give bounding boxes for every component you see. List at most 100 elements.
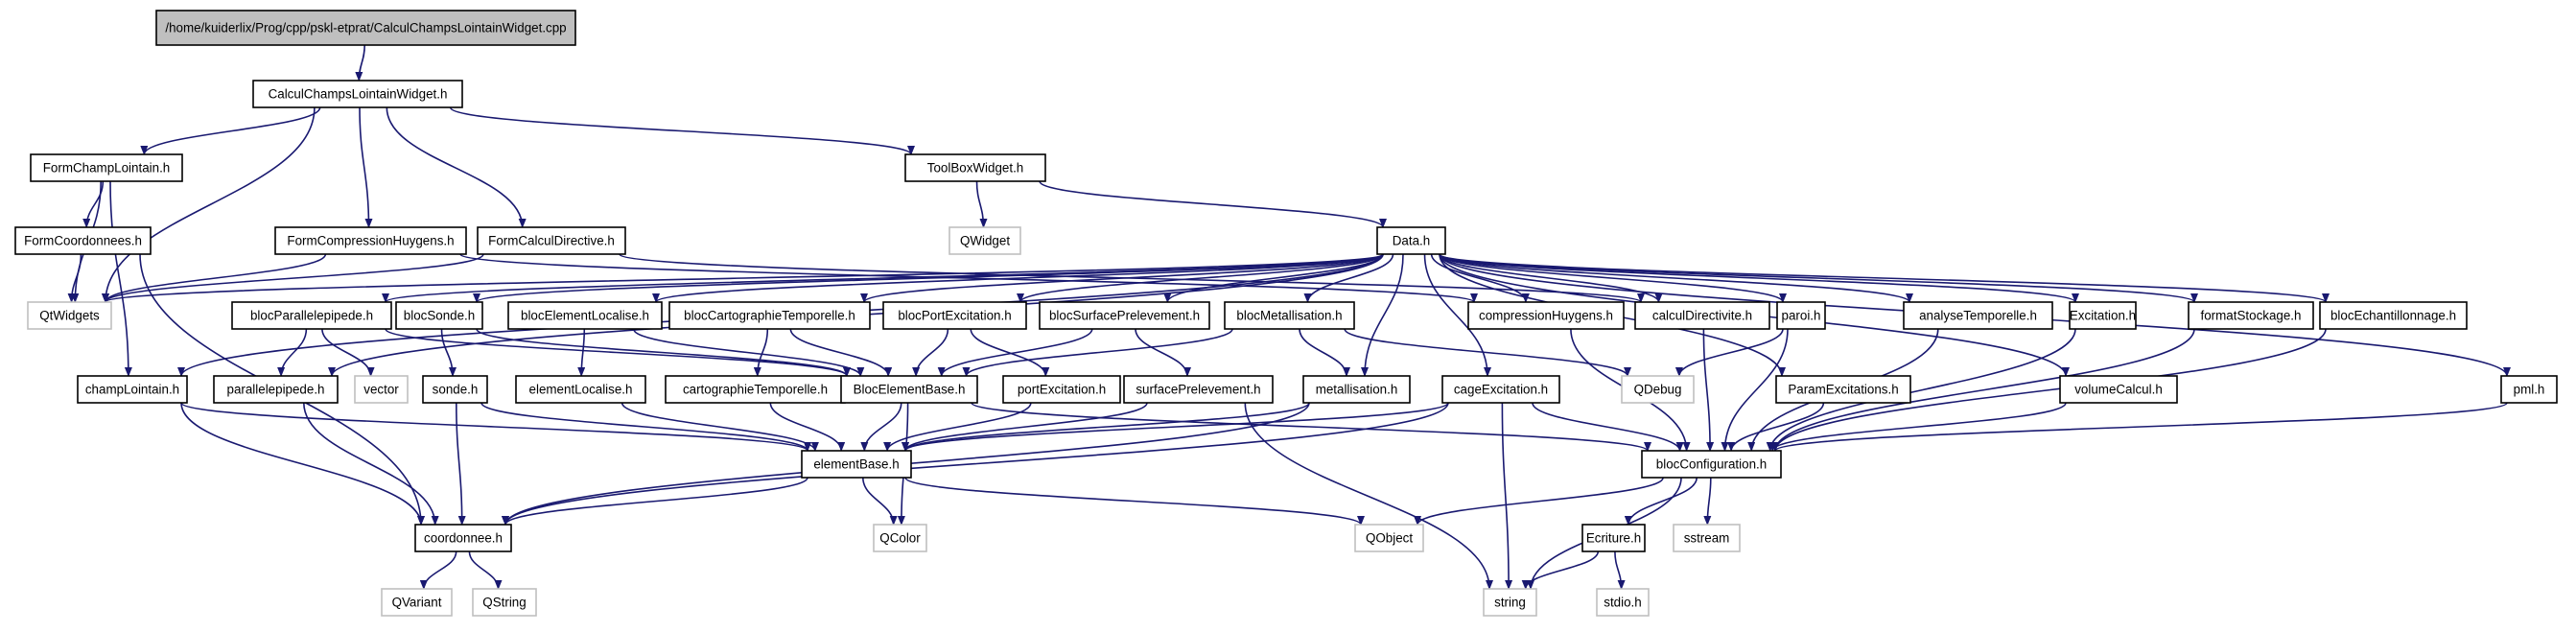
node-data[interactable]: Data.h bbox=[1376, 226, 1446, 255]
node-ccl[interactable]: CalculChampsLointainWidget.h bbox=[252, 80, 463, 108]
node-bpp[interactable]: blocParallelepipede.h bbox=[231, 301, 392, 330]
node-label: vector bbox=[363, 383, 399, 397]
node-son[interactable]: sonde.h bbox=[422, 375, 488, 404]
node-chy[interactable]: compressionHuygens.h bbox=[1467, 301, 1625, 330]
node-label: QString bbox=[482, 596, 526, 610]
node-box bbox=[2188, 301, 2314, 330]
node-box bbox=[1634, 301, 1770, 330]
edge-bme-to-qdb bbox=[1344, 328, 1631, 377]
node-par[interactable]: paroi.h bbox=[1776, 301, 1826, 330]
node-label: surfacePrelevement.h bbox=[1136, 383, 1260, 397]
node-box bbox=[873, 524, 927, 552]
node-label: QWidget bbox=[960, 234, 1010, 248]
node-label: blocPortExcitation.h bbox=[898, 309, 1011, 323]
node-fcd[interactable]: FormCalculDirective.h bbox=[477, 226, 626, 255]
node-pex[interactable]: portExcitation.h bbox=[1002, 375, 1121, 404]
node-box bbox=[213, 375, 339, 404]
node-ppd[interactable]: parallelepipede.h bbox=[213, 375, 339, 404]
edge-bcf-to-qobj bbox=[1414, 477, 1664, 526]
node-bso[interactable]: blocSonde.h bbox=[395, 301, 483, 330]
node-sst: sstream bbox=[1673, 524, 1741, 552]
node-label: FormCalculDirective.h bbox=[488, 234, 615, 248]
node-bpe[interactable]: blocPortExcitation.h bbox=[882, 301, 1027, 330]
node-box bbox=[1039, 301, 1210, 330]
node-box bbox=[1621, 375, 1695, 404]
node-ate[interactable]: analyseTemporelle.h bbox=[1903, 301, 2053, 330]
node-label: calculDirectivite.h bbox=[1652, 309, 1752, 323]
edge-data-to-ate bbox=[1439, 253, 1913, 303]
node-elo[interactable]: elementLocalise.h bbox=[515, 375, 646, 404]
edge-bel-to-beb bbox=[632, 328, 865, 377]
node-label: blocEchantillonnage.h bbox=[2330, 309, 2456, 323]
edge-bct-to-cte bbox=[753, 328, 769, 377]
node-bel[interactable]: blocElementLocalise.h bbox=[507, 301, 663, 330]
edge-data-to-qtw bbox=[102, 253, 1384, 303]
node-box bbox=[422, 375, 488, 404]
node-cha[interactable]: champLointain.h bbox=[77, 375, 188, 404]
edge-ccl-to-fch bbox=[359, 106, 373, 228]
node-box bbox=[395, 301, 483, 330]
node-label: ParamExcitations.h bbox=[1788, 383, 1898, 397]
edge-fch-to-chy bbox=[459, 253, 1478, 303]
edge-bct-to-beb bbox=[789, 328, 893, 377]
node-ecr[interactable]: Ecriture.h bbox=[1581, 524, 1646, 552]
edge-fco-to-qtw bbox=[67, 253, 82, 303]
node-box bbox=[507, 301, 663, 330]
node-tbw[interactable]: ToolBoxWidget.h bbox=[904, 153, 1046, 182]
node-ebs[interactable]: elementBase.h bbox=[801, 450, 912, 479]
node-label: Excitation.h bbox=[2070, 309, 2136, 323]
edge-bcf-to-ecr bbox=[1624, 477, 1698, 526]
edge-tbw-to-qwidget bbox=[975, 180, 988, 228]
node-box bbox=[1641, 450, 1782, 479]
edge-data-to-bct bbox=[860, 253, 1384, 303]
edge-elo-to-ebs bbox=[621, 402, 819, 452]
node-root[interactable]: /home/kuiderlix/Prog/cpp/pskl-etprat/Cal… bbox=[155, 10, 576, 46]
node-str: string bbox=[1483, 588, 1537, 617]
node-cte[interactable]: cartographieTemporelle.h bbox=[665, 375, 846, 404]
edge-ecr-to-stdio bbox=[1614, 550, 1626, 590]
node-fch[interactable]: FormCompressionHuygens.h bbox=[274, 226, 467, 255]
node-box bbox=[14, 226, 152, 255]
node-label: BlocElementBase.h bbox=[854, 383, 966, 397]
node-bec[interactable]: blocEchantillonnage.h bbox=[2319, 301, 2468, 330]
node-bcf[interactable]: blocConfiguration.h bbox=[1641, 450, 1782, 479]
edge-cex-to-ebs bbox=[902, 402, 1449, 452]
edge-bme-to-met bbox=[1299, 328, 1350, 377]
node-label: portExcitation.h bbox=[1018, 383, 1106, 397]
edge-ppd-to-crd bbox=[303, 402, 439, 526]
node-exc[interactable]: Excitation.h bbox=[2069, 301, 2137, 330]
edge-ecr-to-str bbox=[1521, 550, 1600, 590]
node-bct[interactable]: blocCartographieTemporelle.h bbox=[668, 301, 871, 330]
node-qtw: QtWidgets bbox=[27, 301, 112, 330]
node-fcl[interactable]: FormChampLointain.h bbox=[30, 153, 183, 182]
node-box bbox=[231, 301, 392, 330]
node-box bbox=[27, 301, 112, 330]
edge-data-to-bec bbox=[1439, 253, 2330, 303]
node-spr[interactable]: surfacePrelevement.h bbox=[1123, 375, 1274, 404]
edge-bpe-to-beb bbox=[912, 328, 949, 377]
node-label: paroi.h bbox=[1782, 309, 1821, 323]
node-vca[interactable]: volumeCalcul.h bbox=[2059, 375, 2178, 404]
edge-bpp-to-vec bbox=[321, 328, 375, 377]
node-met[interactable]: metallisation.h bbox=[1302, 375, 1411, 404]
node-pmx[interactable]: ParamExcitations.h bbox=[1775, 375, 1911, 404]
node-qvar: QVariant bbox=[381, 588, 453, 617]
node-fst[interactable]: formatStockage.h bbox=[2188, 301, 2314, 330]
node-bsp[interactable]: blocSurfacePrelevement.h bbox=[1039, 301, 1210, 330]
node-label: cartographieTemporelle.h bbox=[683, 383, 828, 397]
node-box bbox=[904, 153, 1046, 182]
node-cdi[interactable]: calculDirectivite.h bbox=[1634, 301, 1770, 330]
node-pml[interactable]: pml.h bbox=[2500, 375, 2558, 404]
node-beb[interactable]: BlocElementBase.h bbox=[840, 375, 978, 404]
node-label: blocParallelepipede.h bbox=[250, 309, 373, 323]
edge-pex-to-ebs bbox=[883, 402, 1032, 452]
edge-met-to-ebs bbox=[902, 402, 1310, 452]
node-label: blocElementLocalise.h bbox=[521, 309, 649, 323]
node-label: compressionHuygens.h bbox=[1479, 309, 1613, 323]
node-fco[interactable]: FormCoordonnees.h bbox=[14, 226, 152, 255]
node-crd[interactable]: coordonnee.h bbox=[414, 524, 512, 552]
node-bme[interactable]: blocMetallisation.h bbox=[1224, 301, 1355, 330]
node-box bbox=[354, 375, 409, 404]
node-cex[interactable]: cageExcitation.h bbox=[1441, 375, 1560, 404]
node-box bbox=[948, 226, 1021, 255]
